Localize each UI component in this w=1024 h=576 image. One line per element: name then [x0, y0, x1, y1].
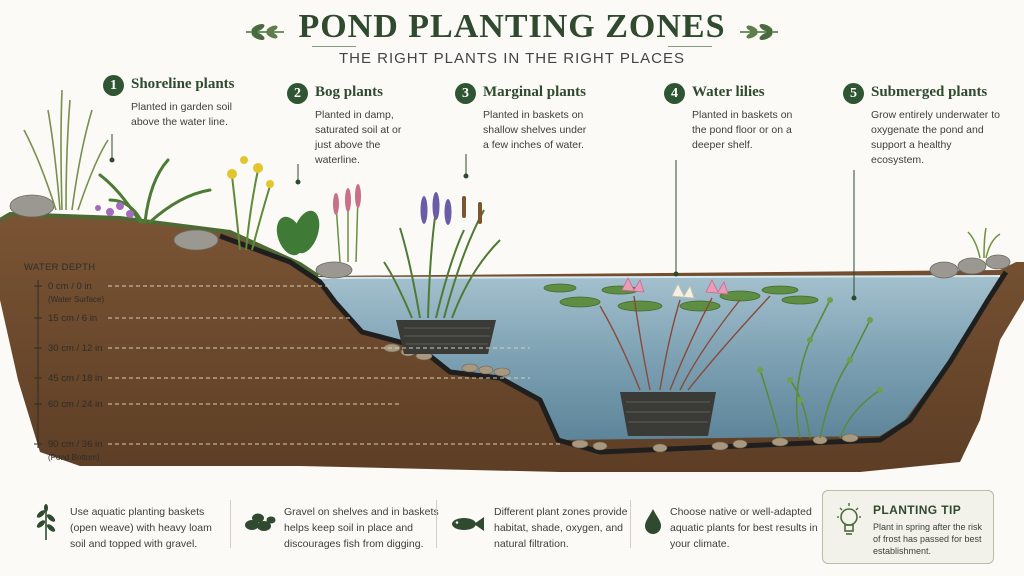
- lily-stems: [599, 295, 771, 391]
- depth-label: 45 cm / 18 in: [48, 373, 103, 384]
- gravel-stones-icon: [245, 513, 276, 531]
- zone-description: Grow entirely underwater to oxygenate th…: [871, 109, 1000, 166]
- water-depth-title: WATER DEPTH: [24, 262, 96, 273]
- tip-divider: [630, 500, 631, 548]
- depth-mark: 0 cm / 0 in (Water Surface): [48, 281, 104, 304]
- planting-tip-title: PLANTING TIP: [873, 503, 962, 517]
- depth-mark: 60 cm / 24 in: [48, 399, 102, 410]
- depth-label: 15 cm / 6 in: [48, 313, 98, 324]
- zone-description: Planted in garden soil above the water l…: [131, 101, 232, 128]
- pond-water: [318, 276, 1000, 440]
- depth-guide-lines: [108, 285, 560, 445]
- zone-title: Water lilies: [692, 84, 765, 100]
- depth-mark: 15 cm / 6 in: [48, 313, 97, 324]
- page-title: POND PLANTING ZONES: [298, 8, 726, 45]
- right-bank-grass: [967, 227, 1001, 259]
- zone-title: Marginal plants: [483, 84, 586, 100]
- callout-leaders: [109, 134, 857, 301]
- zone-number: 5: [843, 83, 864, 104]
- tip-divider: [230, 500, 231, 548]
- shoreline-rocks: [9, 194, 1011, 279]
- tip-text: Gravel on shelves and in baskets helps k…: [284, 506, 439, 550]
- depth-mark: 90 cm / 36 in (Pond Bottom): [48, 439, 102, 462]
- tip-text: Use aquatic planting baskets (open weave…: [70, 506, 212, 550]
- water-drop-icon: [645, 509, 661, 534]
- planting-tip-text: Plant in spring after the risk of frost …: [873, 522, 983, 556]
- tip-text: Different plant zones provide habitat, s…: [494, 506, 628, 550]
- zone-description: Planted in damp, saturated soil at or ju…: [315, 109, 402, 166]
- fern: [98, 158, 212, 224]
- marginal-plants: [383, 192, 501, 319]
- subtitle-rule-left: [312, 46, 356, 47]
- page-subtitle: THE RIGHT PLANTS IN THE RIGHT PLACES: [338, 50, 686, 67]
- zone-number: 1: [103, 75, 124, 96]
- bog-plants: [227, 156, 361, 263]
- tip-text: Choose native or well-adapted aquatic pl…: [670, 506, 818, 550]
- leaf-sprig-left-icon: [246, 23, 284, 41]
- zone-title: Bog plants: [315, 84, 383, 100]
- depth-label: 30 cm / 12 in: [48, 343, 103, 354]
- tip-divider: [436, 500, 437, 548]
- depth-label: 60 cm / 24 in: [48, 399, 103, 410]
- marginal-basket: [396, 320, 496, 354]
- leaf-sprig-icon: [36, 504, 56, 540]
- zone-number: 2: [287, 83, 308, 104]
- submerged-leaves: [757, 297, 883, 403]
- zone-description: Planted in baskets on shallow shelves un…: [483, 109, 587, 151]
- planting-tip-box: PLANTING TIP Plant in spring after the r…: [822, 490, 994, 564]
- fish-icon: [452, 517, 484, 531]
- zone-description: Planted in baskets on the pond floor or …: [692, 109, 793, 151]
- zone-number: 3: [455, 83, 476, 104]
- depth-label: 0 cm / 0 in: [48, 281, 92, 292]
- leaf-sprig-right-icon: [740, 23, 778, 41]
- zone-title: Submerged plants: [871, 84, 988, 100]
- depth-sublabel: (Pond Bottom): [48, 453, 100, 462]
- water-surface: [317, 275, 1001, 279]
- lily-flowers: [621, 277, 729, 295]
- depth-mark: 30 cm / 12 in: [48, 343, 102, 354]
- depth-mark: 45 cm / 18 in: [48, 373, 102, 384]
- depth-label: 90 cm / 36 in: [48, 439, 103, 450]
- depth-scale-ticks: [34, 285, 42, 445]
- lily-basket: [620, 392, 716, 436]
- zone-title: Shoreline plants: [131, 76, 235, 92]
- zone-number: 4: [664, 83, 685, 104]
- lily-flower-white: [671, 283, 695, 299]
- purple-flowers: [95, 202, 134, 218]
- lily-pads: [543, 283, 819, 312]
- shoreline-grass: [23, 89, 109, 211]
- subtitle-rule-right: [668, 46, 712, 47]
- depth-sublabel: (Water Surface): [48, 295, 105, 304]
- lightbulb-icon: [837, 503, 861, 535]
